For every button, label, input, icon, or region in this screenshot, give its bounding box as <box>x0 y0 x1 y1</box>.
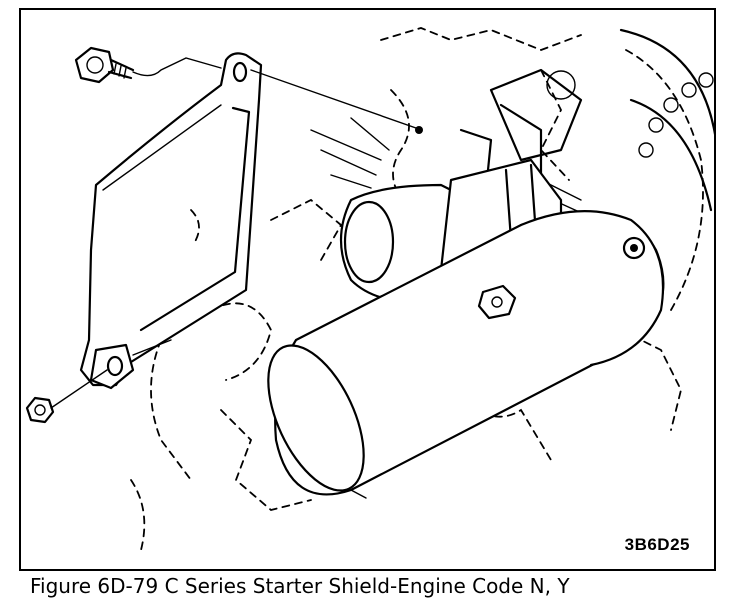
starter-shield <box>79 52 263 390</box>
nut <box>25 396 55 424</box>
starter-shield-diagram <box>25 27 714 551</box>
starter-motor <box>267 158 665 499</box>
figure-reference-code: 3B6D25 <box>624 535 690 554</box>
leader-lines <box>50 57 423 409</box>
figure-caption: Figure 6D-79 C Series Starter Shield-Eng… <box>30 574 570 598</box>
bolt <box>74 46 135 84</box>
flywheel <box>619 28 714 431</box>
figure-frame: 3B6D25 <box>19 8 716 571</box>
